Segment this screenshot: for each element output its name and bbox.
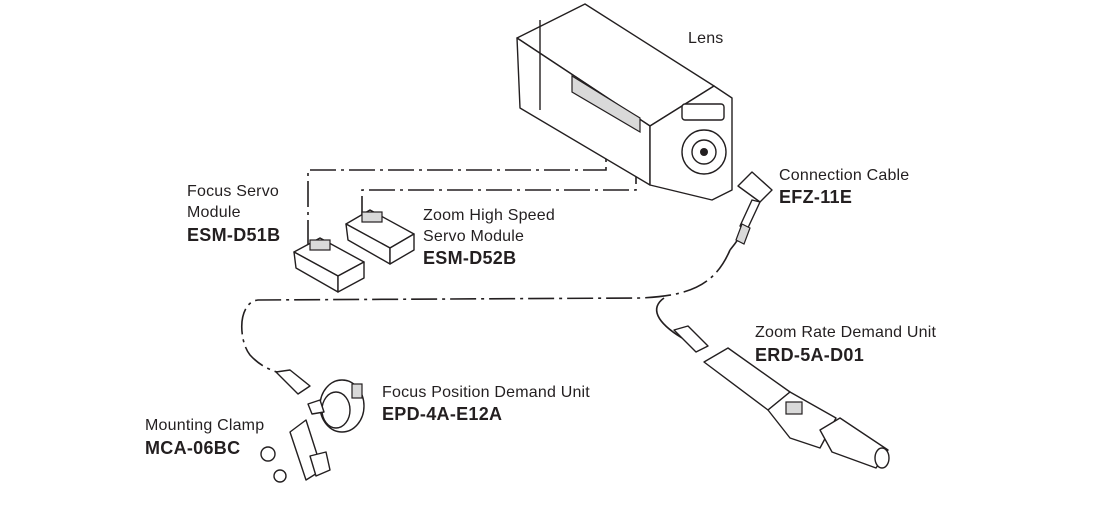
mounting-clamp-model: MCA-06BC — [145, 438, 241, 458]
connection-cable-model: EFZ-11E — [779, 187, 853, 207]
zoom-servo-model: ESM-D52B — [423, 248, 517, 268]
mounting-clamp-label: Mounting Clamp — [145, 417, 265, 434]
focus-position-demand-label: Focus Position Demand Unit — [382, 384, 590, 401]
mounting-clamp-illustration — [260, 419, 331, 483]
focus-servo-module-illustration — [293, 237, 365, 293]
lens-illustration — [516, 3, 733, 201]
zoom-servo-label-line2: Servo Module — [423, 228, 525, 245]
focus-position-demand-model: EPD-4A-E12A — [382, 404, 503, 424]
zoom-servo-link — [361, 168, 637, 222]
focus-position-demand-illustration — [275, 369, 365, 433]
focus-servo-model: ESM-D51B — [187, 225, 281, 245]
connection-cable-plug — [735, 171, 773, 245]
connection-cable-label: Connection Cable — [779, 167, 910, 184]
zoom-rate-demand-model: ERD-5A-D01 — [755, 345, 865, 365]
zoom-rate-demand-label: Zoom Rate Demand Unit — [755, 324, 937, 341]
focus-servo-link — [307, 152, 607, 246]
zoom-servo-module-illustration — [345, 209, 415, 265]
focus-servo-label-line2: Module — [187, 204, 241, 221]
zoom-rate-demand-illustration — [673, 325, 890, 469]
cable-to-zoom-demand — [655, 297, 683, 339]
focus-servo-label-line1: Focus Servo — [187, 183, 280, 200]
lens-label: Lens — [688, 30, 724, 47]
zoom-servo-label-line1: Zoom High Speed — [423, 207, 555, 224]
main-cable-link — [241, 249, 731, 375]
